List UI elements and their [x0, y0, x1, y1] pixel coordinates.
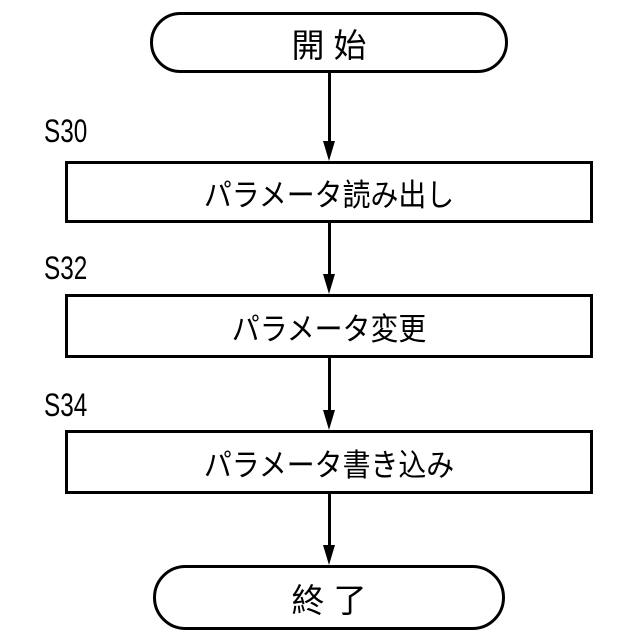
connector-s30-to-s32 — [328, 223, 331, 282]
connector-start-to-s30 — [328, 73, 331, 149]
step-label-s30: S30 — [44, 113, 88, 149]
arrow-down-icon — [323, 274, 335, 294]
step-label-s34: S34 — [44, 387, 88, 423]
process-label-s30: パラメータ読み出し — [203, 177, 455, 213]
process-label-s32: パラメータ変更 — [231, 311, 427, 347]
step-label-s32: S32 — [44, 250, 88, 286]
process-node-s34: パラメータ書き込み — [65, 430, 593, 494]
end-terminal-label: 終了 — [291, 581, 376, 619]
arrow-down-icon — [323, 410, 335, 430]
process-node-s30: パラメータ読み出し — [65, 161, 593, 223]
start-terminal-node: 開始 — [150, 12, 508, 73]
arrow-down-icon — [323, 141, 335, 161]
connector-s32-to-s34 — [328, 358, 331, 418]
connector-s34-to-end — [328, 494, 331, 553]
start-terminal-label: 開始 — [291, 26, 376, 64]
process-node-s32: パラメータ変更 — [65, 294, 593, 358]
arrow-down-icon — [323, 545, 335, 565]
process-label-s34: パラメータ書き込み — [203, 447, 455, 483]
end-terminal-node: 終了 — [153, 565, 505, 630]
